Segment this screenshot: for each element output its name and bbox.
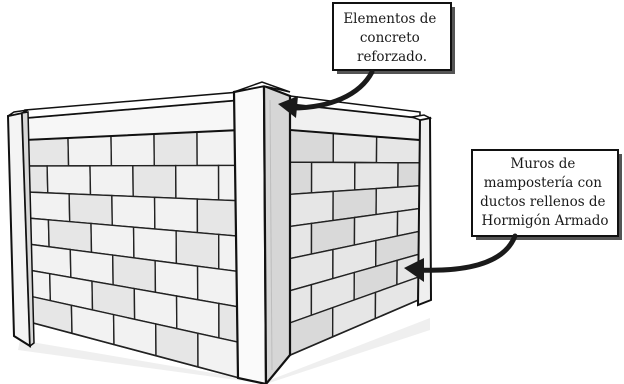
- masonry-block: [110, 133, 155, 167]
- corner-column: [232, 81, 292, 384]
- concrete-elements-callout: Elementos de concreto reforzado.: [332, 2, 455, 74]
- left-masonry-wall: [23, 128, 241, 380]
- masonry-walls-arrow: [404, 233, 518, 282]
- masonry-block: [68, 193, 113, 227]
- left-column: [6, 109, 35, 348]
- masonry-block: [289, 129, 335, 164]
- masonry-block: [332, 132, 378, 164]
- masonry-block: [175, 230, 220, 270]
- svg-text:Elementos de concreto: Elementos de concreto reforzado.: [343, 11, 440, 65]
- svg-text:Muros de mampostería con: Muros de mampostería con ductos rellenos…: [480, 156, 610, 229]
- masonry-block: [153, 131, 198, 167]
- masonry-label-line-1: Muros de: [510, 156, 575, 172]
- left-wall-blocks: [24, 129, 241, 379]
- masonry-label-line-3: ductos rellenos de: [480, 194, 605, 210]
- right-column: [409, 114, 433, 307]
- ground-shadow: [18, 318, 430, 384]
- masonry-block: [289, 161, 313, 196]
- masonry-block: [89, 165, 134, 198]
- masonry-block: [67, 135, 113, 167]
- masonry-block: [153, 196, 199, 234]
- concrete-elements-arrow: [278, 69, 375, 118]
- masonry-block: [24, 137, 70, 167]
- masonry-block: [289, 222, 313, 260]
- masonry-block: [46, 165, 92, 196]
- masonry-block: [175, 164, 220, 201]
- concrete-label-line-3: reforzado.: [357, 49, 427, 65]
- right-masonry-wall: [289, 128, 422, 357]
- masonry-block: [25, 191, 71, 223]
- masonry-block: [196, 198, 241, 238]
- concrete-label-line-1: Elementos de: [343, 11, 436, 27]
- right-wall-blocks: [289, 129, 421, 357]
- masonry-block: [132, 164, 177, 199]
- concrete-label-line-2: concreto: [360, 30, 420, 46]
- masonry-block: [310, 161, 356, 194]
- masonry-block: [397, 162, 421, 188]
- masonry-label-line-4: Hormigón Armado: [481, 213, 608, 229]
- masonry-block: [375, 135, 421, 164]
- masonry-block: [111, 194, 156, 230]
- masonry-label-line-2: mampostería con: [484, 175, 603, 191]
- masonry-walls-callout: Muros de mampostería con ductos rellenos…: [471, 149, 622, 240]
- masonry-block: [354, 161, 399, 191]
